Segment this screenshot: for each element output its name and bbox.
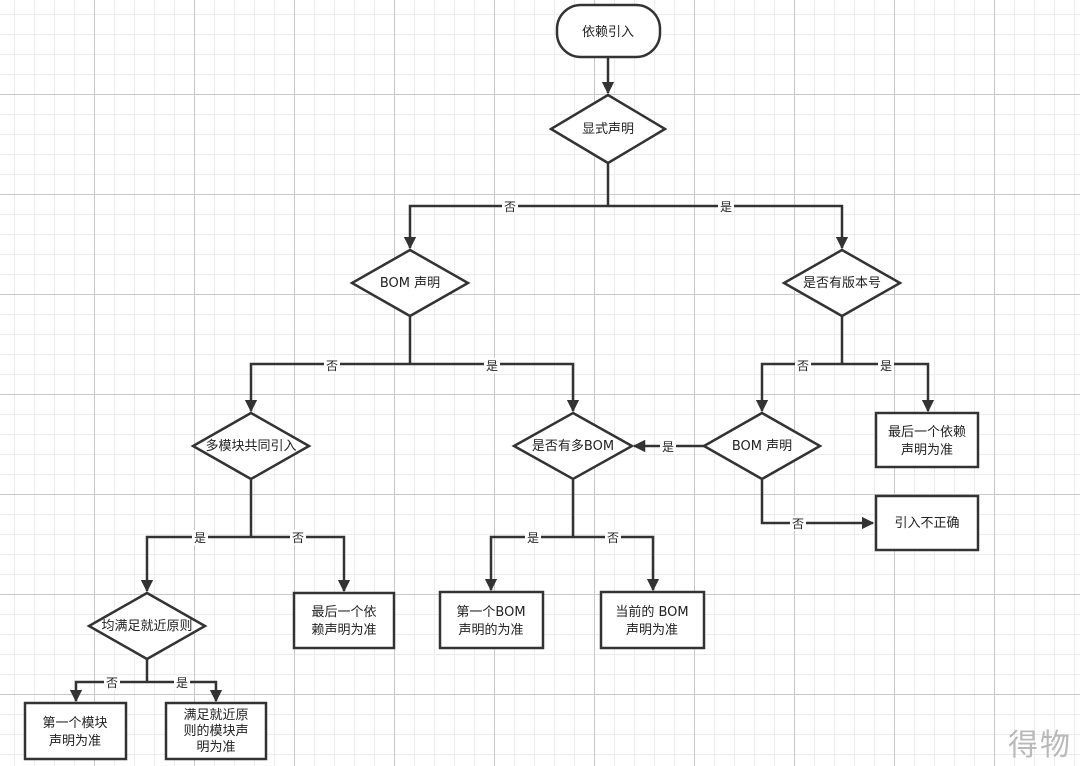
edge-bom1-no (244, 362, 410, 413)
edge-label-explicit-yes: 是 (718, 199, 734, 214)
edge-version-yes (842, 362, 935, 413)
svg-text:明为准: 明为准 (196, 740, 235, 755)
svg-text:当前的 BOM: 当前的 BOM (615, 604, 688, 620)
svg-text:是: 是 (880, 359, 892, 373)
edge-version-no (755, 362, 842, 413)
node-last-dependency-wins: 最后一个依赖 声明为准 (874, 411, 980, 469)
svg-text:BOM 声明: BOM 声明 (732, 439, 792, 454)
node-incorrect-import: 引入不正确 (874, 494, 980, 552)
node-has-version: 是否有版本号 (781, 248, 903, 318)
edge-label-multi-bom-yes: 是 (525, 530, 541, 545)
edge-multi-module-yes (140, 535, 251, 593)
edge-label-bom1-yes: 是 (484, 358, 500, 373)
svg-text:依赖引入: 依赖引入 (582, 25, 634, 40)
node-explicit-declaration: 显式声明 (548, 93, 668, 165)
svg-text:引入不正确: 引入不正确 (894, 516, 959, 531)
svg-text:否: 否 (326, 359, 338, 373)
edge-label-explicit-no: 否 (502, 199, 518, 214)
svg-text:否: 否 (607, 531, 619, 545)
node-first-bom-wins: 第一个BOM 声明的为准 (438, 590, 545, 650)
svg-text:均满足就近原则: 均满足就近原则 (101, 619, 192, 634)
svg-text:是: 是 (527, 531, 539, 545)
edge-label-bom2-yes: 是 (660, 439, 676, 454)
svg-text:否: 否 (792, 517, 804, 531)
svg-text:声明为准: 声明为准 (49, 734, 101, 749)
svg-text:是: 是 (720, 200, 732, 214)
edge-nearest-yes (147, 680, 223, 703)
svg-text:BOM 声明: BOM 声明 (380, 276, 440, 291)
node-bom-declaration-right: BOM 声明 (701, 411, 823, 481)
edge-label-nearest-no: 否 (104, 675, 120, 690)
svg-text:最后一个依赖: 最后一个依赖 (888, 425, 966, 440)
svg-text:赖声明为准: 赖声明为准 (311, 623, 376, 638)
svg-text:否: 否 (292, 531, 304, 545)
svg-text:满足就近原: 满足就近原 (183, 708, 248, 723)
edge-label-bom1-no: 否 (324, 358, 340, 373)
svg-text:最后一个依: 最后一个依 (311, 605, 376, 620)
node-multi-bom: 是否有多BOM (511, 411, 635, 481)
node-current-bom-wins: 当前的 BOM 声明为准 (599, 590, 706, 650)
watermark-logo: 得物 (1008, 728, 1072, 763)
svg-text:显式声明: 显式声明 (582, 122, 634, 137)
svg-text:声明的为准: 声明的为准 (458, 622, 523, 638)
node-bom-declaration-left: BOM 声明 (349, 248, 471, 318)
edge-multi-bom-no (573, 535, 660, 592)
edge-label-version-no: 否 (795, 358, 811, 373)
edge-label-version-yes: 是 (878, 358, 894, 373)
edge-nearest-no (69, 680, 147, 703)
svg-text:多模块共同引入: 多模块共同引入 (205, 438, 296, 454)
edge-explicit-no (403, 204, 608, 250)
edge-label-bom2-no: 否 (790, 516, 806, 531)
edge-label-nearest-yes: 是 (174, 675, 190, 690)
node-nearest-principle: 均满足就近原则 (86, 591, 208, 661)
node-last-dependency-wins-2: 最后一个依 赖声明为准 (292, 591, 396, 650)
edge-label-multi-module-yes: 是 (192, 530, 208, 545)
edge-bom1-yes (410, 362, 580, 413)
svg-text:第一个模块: 第一个模块 (42, 716, 107, 731)
node-start: 依赖引入 (555, 3, 662, 59)
svg-text:否: 否 (106, 676, 118, 690)
svg-text:是否有版本号: 是否有版本号 (803, 276, 881, 291)
svg-text:则的模块声: 则的模块声 (183, 723, 248, 739)
edge-multi-bom-yes (484, 535, 573, 592)
svg-text:否: 否 (797, 359, 809, 373)
node-multi-module: 多模块共同引入 (190, 411, 312, 481)
edge-label-multi-module-no: 否 (290, 530, 306, 545)
svg-text:声明为准: 声明为准 (626, 623, 678, 638)
svg-text:是: 是 (662, 440, 674, 454)
svg-text:声明为准: 声明为准 (901, 443, 953, 458)
svg-text:是: 是 (486, 359, 498, 373)
node-first-module-wins: 第一个模块 声明为准 (23, 701, 128, 761)
svg-text:第一个BOM: 第一个BOM (456, 605, 525, 620)
edge-bom2-no (760, 480, 875, 530)
svg-text:是: 是 (194, 531, 206, 545)
svg-text:是否有多BOM: 是否有多BOM (532, 438, 614, 454)
svg-text:是: 是 (176, 676, 188, 690)
svg-text:否: 否 (504, 200, 516, 214)
edge-label-multi-bom-no: 否 (605, 530, 621, 545)
edge-multi-module-no (251, 535, 351, 593)
node-nearest-module-wins: 满足就近原 则的模块声 明为准 (164, 701, 268, 761)
edge-explicit-yes (608, 204, 849, 250)
